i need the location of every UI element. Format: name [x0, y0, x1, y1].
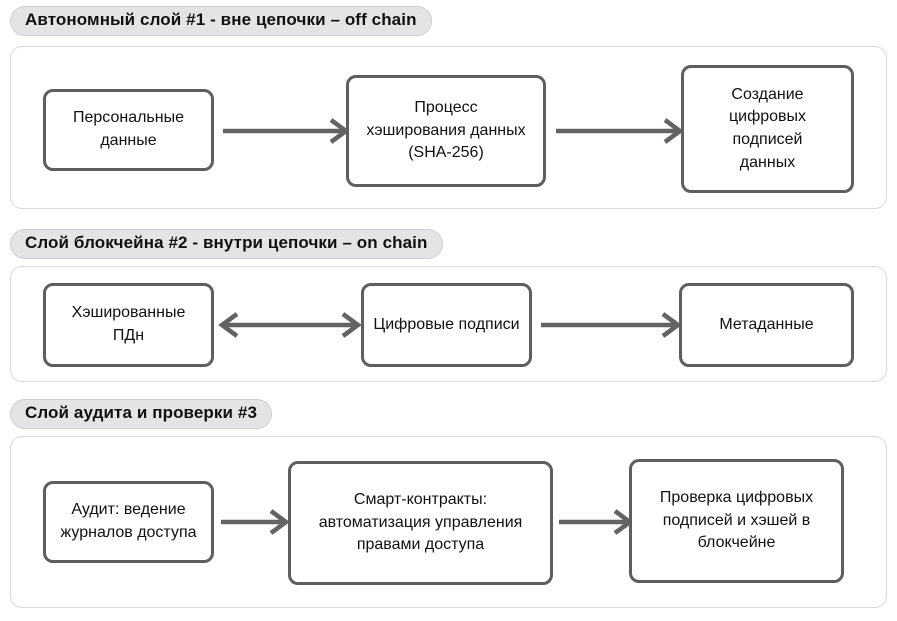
node-personal-data: Персональные данные: [43, 89, 214, 171]
arrow-right-icon: [539, 309, 683, 341]
node-smart-contracts: Смарт-контракты: автоматизация управлени…: [288, 461, 553, 585]
node-digital-signature-creation: Создание цифровых подписей данных: [681, 65, 854, 193]
arrow-right-icon: [554, 115, 685, 147]
layer-3-panel: Аудит: ведение журналов доступа Смарт-ко…: [10, 436, 887, 608]
node-signature-hash-verification: Проверка цифровых подписей и хэшей в бло…: [629, 459, 844, 583]
layer-3-header-pill: Слой аудита и проверки #3: [10, 399, 273, 429]
arrow-right-icon: [557, 506, 635, 538]
layer-1-header-pill: Автономный слой #1 - вне цепочки – off c…: [10, 6, 432, 36]
node-digital-signatures: Цифровые подписи: [361, 283, 532, 367]
node-metadata: Метаданные: [679, 283, 854, 367]
layer-2-panel: Хэшированные ПДн Цифровые подписи Метада…: [10, 266, 887, 382]
arrow-right-icon: [221, 115, 351, 147]
layer-2-header-pill: Слой блокчейна #2 - внутри цепочки – on …: [10, 229, 443, 259]
node-audit-logs: Аудит: ведение журналов доступа: [43, 481, 214, 563]
arrow-right-icon: [219, 506, 291, 538]
node-hashing-process: Процесс хэширования данных (SHA-256): [346, 75, 546, 187]
arrow-both-icon: [217, 309, 363, 341]
node-hashed-pdn: Хэшированные ПДн: [43, 283, 214, 367]
layer-1-panel: Персональные данные Процесс хэширования …: [10, 46, 887, 209]
